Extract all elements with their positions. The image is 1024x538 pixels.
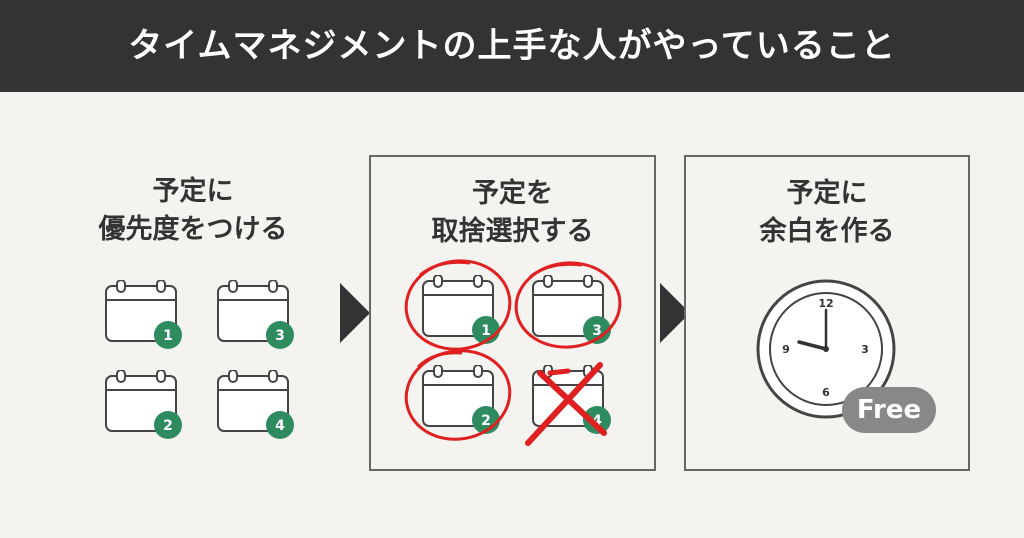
panel-title: 予定に 優先度をつける [52, 173, 334, 249]
clock-hour-hand [797, 340, 828, 351]
free-badge: Free [842, 387, 936, 433]
badge-number: 2 [163, 418, 173, 434]
panel-title-line1: 予定に [152, 176, 234, 207]
panel-title-line2: 優先度をつける [98, 214, 288, 245]
cross-mark-icon [537, 370, 607, 436]
priority-badge: 4 [583, 406, 611, 434]
badge-number: 2 [481, 413, 491, 429]
circle-mark-icon [419, 260, 471, 277]
badge-number: 4 [275, 418, 285, 434]
badge-number: 3 [592, 323, 602, 339]
priority-badge: 3 [583, 316, 611, 344]
priority-badge: 1 [154, 321, 182, 349]
circle-mark-icon [404, 259, 512, 351]
panel-title-line1: 予定を [472, 178, 553, 209]
clock-number: 12 [818, 297, 833, 310]
panel-title-line1: 予定に [786, 178, 868, 209]
clock-number: 9 [782, 343, 790, 356]
panel-title-line2: 取捨選択する [431, 216, 594, 247]
clock-number: 3 [861, 343, 869, 356]
badge-number: 3 [275, 328, 285, 344]
priority-badge: 3 [266, 321, 294, 349]
priority-badge: 2 [154, 411, 182, 439]
circle-mark-icon [416, 351, 463, 369]
panel-prioritize: 予定に 優先度をつける [52, 155, 334, 471]
title-banner: タイムマネジメントの上手な人がやっていること [0, 0, 1024, 92]
badge-number: 4 [592, 413, 602, 429]
page-title: タイムマネジメントの上手な人がやっていること [128, 26, 896, 66]
cross-mark-icon [525, 362, 603, 446]
panel-title: 予定を 取捨選択する [371, 175, 654, 251]
badge-number: 1 [481, 323, 491, 339]
circle-mark-icon [514, 261, 622, 349]
clock-icon: 12 3 6 9 [756, 279, 896, 419]
priority-badge: 4 [266, 411, 294, 439]
panel-title: 予定に 余白を作る [686, 175, 968, 251]
cross-mark-icon [547, 368, 571, 376]
arrow-right-icon [340, 283, 370, 343]
panel-title-line2: 余白を作る [759, 216, 895, 247]
circle-mark-icon [529, 262, 583, 279]
circle-mark-icon [404, 349, 512, 441]
badge-number: 1 [163, 328, 173, 344]
selection-marks [404, 259, 622, 446]
clock-number: 6 [822, 386, 830, 399]
